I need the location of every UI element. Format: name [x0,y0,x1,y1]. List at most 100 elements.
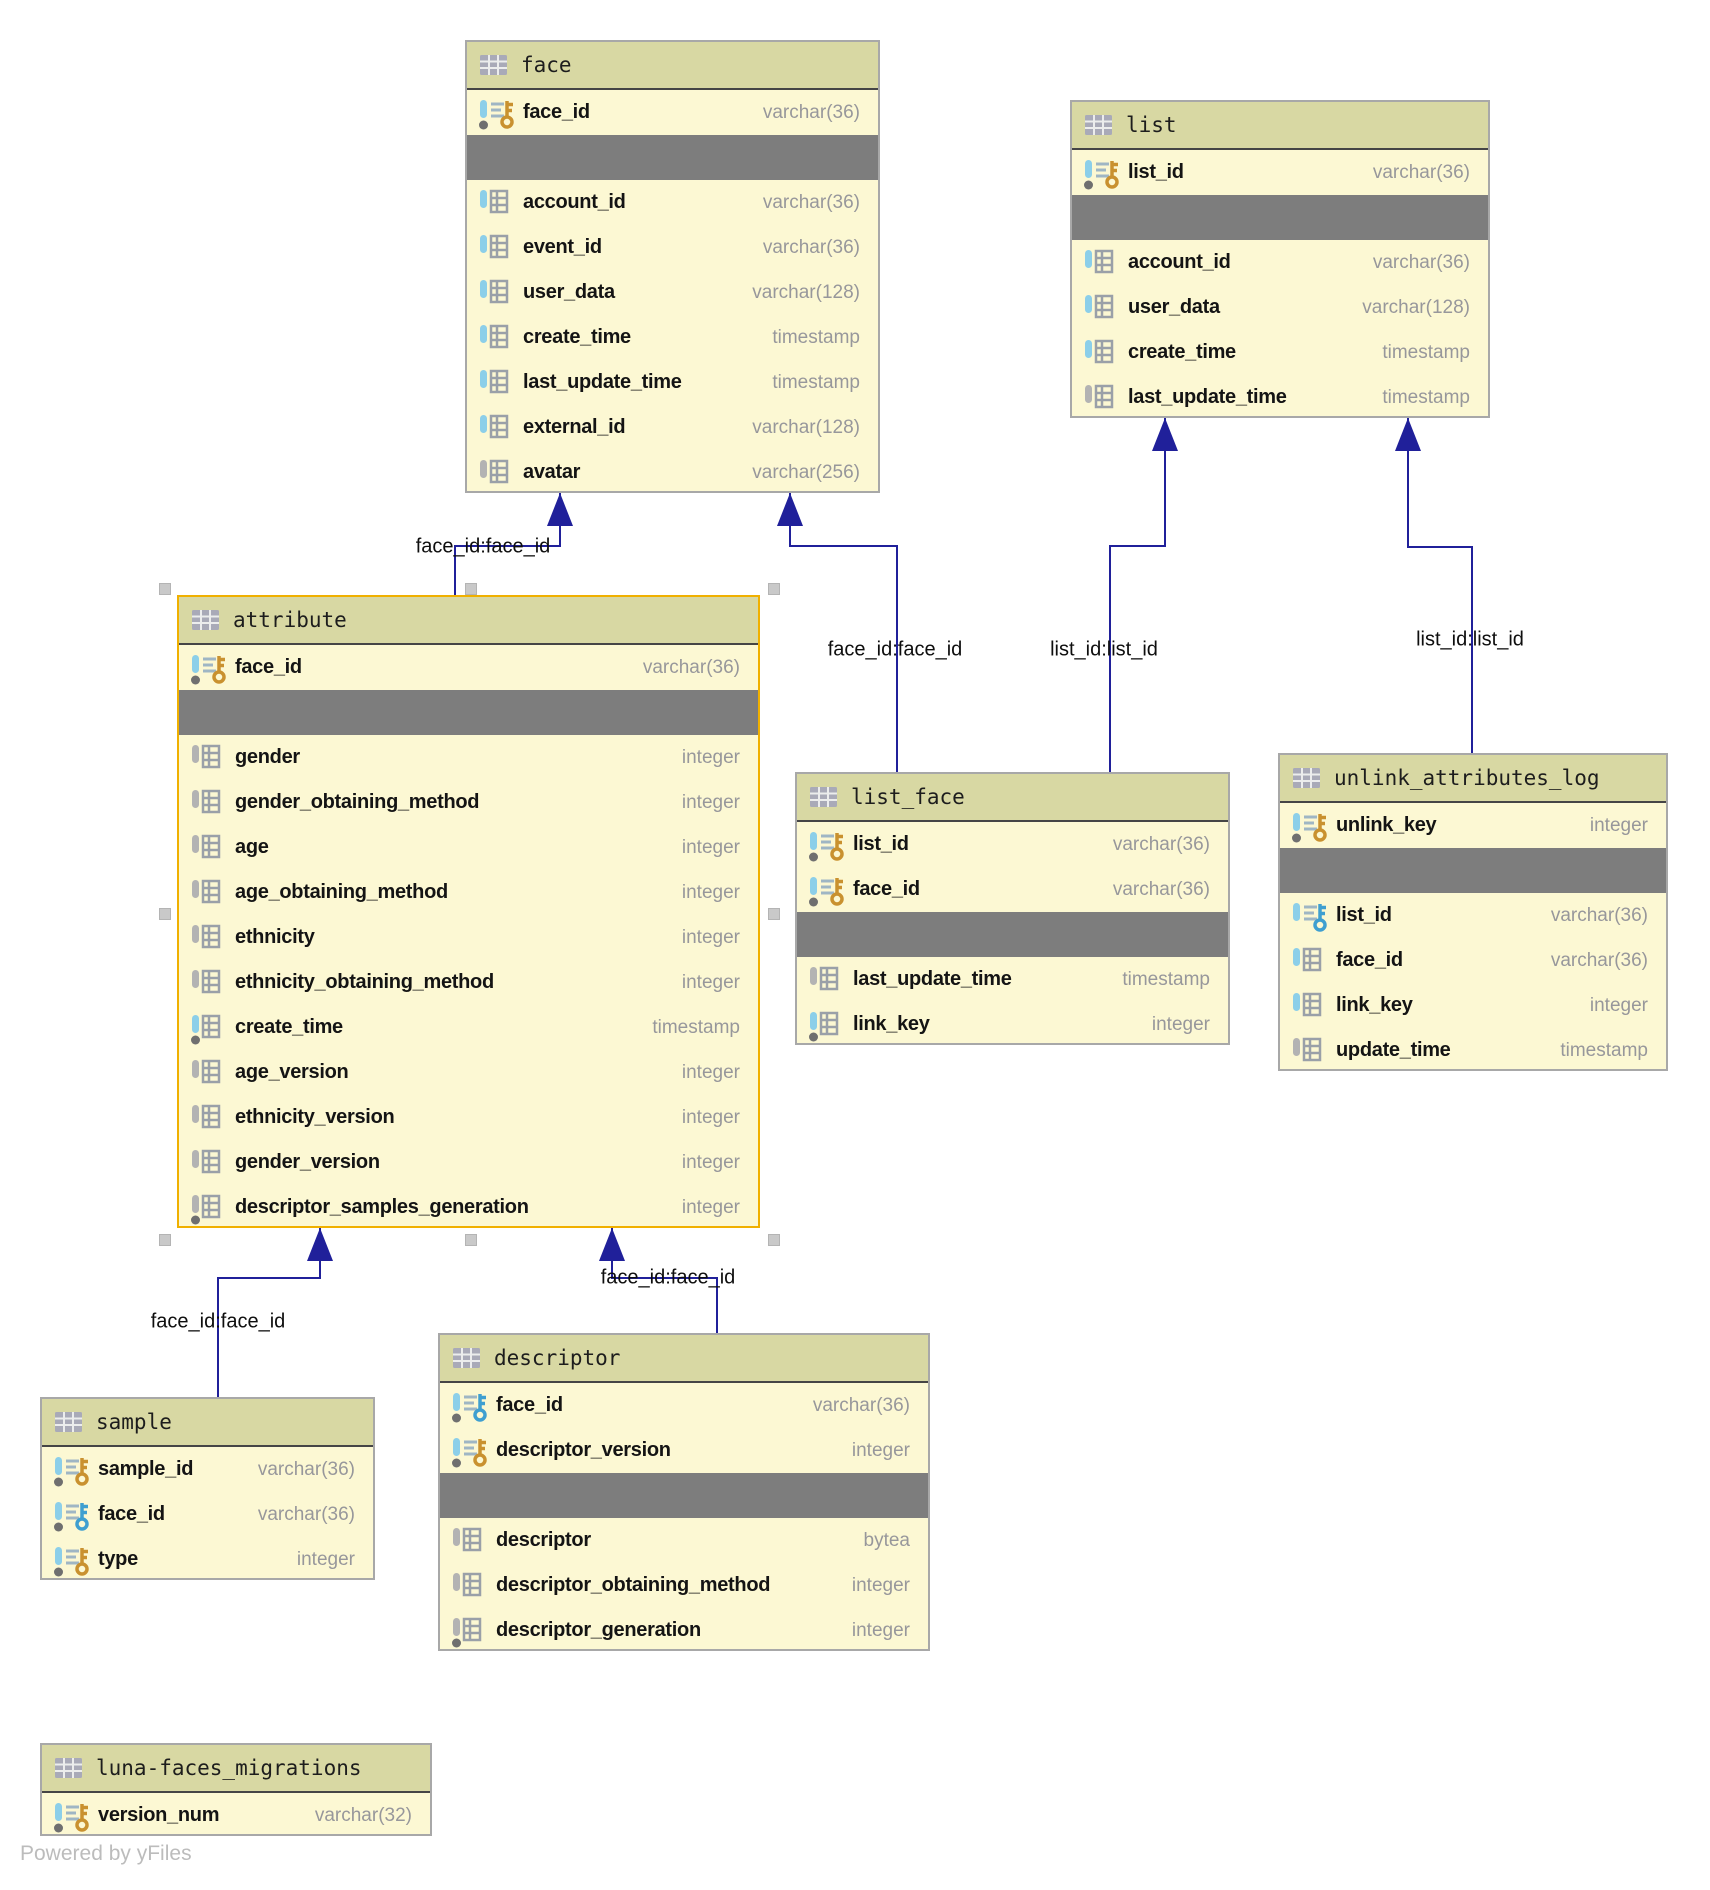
column-indexed-icon [189,1190,229,1226]
column-icon [189,965,229,1001]
selection-handle[interactable] [768,1234,780,1246]
column-notnull-icon [1082,335,1122,371]
column-name: face_id [523,101,590,123]
table-header[interactable]: face [467,42,878,90]
key-separator [1072,195,1488,240]
column-row[interactable]: last_update_time timestamp [467,360,878,405]
column-notnull-indexed-icon [807,1007,847,1043]
selection-handle[interactable] [768,907,780,920]
selection-handle[interactable] [159,1234,171,1246]
relationship-edge[interactable] [599,1228,718,1333]
selection-handle[interactable] [768,583,780,595]
table-header[interactable]: descriptor [440,1335,928,1383]
table-header[interactable]: unlink_attributes_log [1280,755,1666,803]
relationship-edge[interactable] [777,493,898,772]
column-name: age [235,836,269,858]
relationship-edge[interactable] [217,1228,333,1397]
column-type: varchar(36) [1112,833,1210,855]
primary-foreign-key-icon [52,1497,92,1533]
selection-handle[interactable] [464,1234,477,1246]
table-header[interactable]: list [1072,102,1488,150]
arrowhead-icon [777,493,803,526]
column-type: integer [1589,814,1648,836]
edge-label: face_id:face_id [827,638,963,661]
table-header[interactable]: attribute [179,597,758,645]
primary-foreign-key-icon [450,1388,490,1424]
table-header[interactable]: list_face [797,774,1228,822]
column-row[interactable]: unlink_key integer [1280,803,1666,848]
selection-handle[interactable] [464,583,477,595]
selection-handle[interactable] [159,907,171,920]
column-type: integer [681,971,740,993]
column-notnull-icon [1290,943,1330,979]
column-name: unlink_key [1336,814,1437,836]
column-type: integer [296,1548,355,1570]
column-type: varchar(36) [642,656,740,678]
column-type: timestamp [772,371,860,393]
table-header[interactable]: sample [42,1399,373,1447]
relationship-edge[interactable] [1395,418,1473,753]
column-name: sample_id [98,1458,194,1480]
table-header[interactable]: luna-faces_migrations [42,1745,430,1793]
column-type: integer [1589,994,1648,1016]
relationship-edge[interactable] [1109,418,1178,772]
column-type: varchar(128) [1362,296,1470,318]
column-type: varchar(36) [762,236,860,258]
column-name: external_id [523,416,626,438]
column-type: integer [681,1151,740,1173]
relationship-edge[interactable] [454,493,573,595]
selection-handle[interactable] [159,583,171,595]
foreign-key-icon [1290,898,1330,934]
column-name: last_update_time [523,371,682,393]
